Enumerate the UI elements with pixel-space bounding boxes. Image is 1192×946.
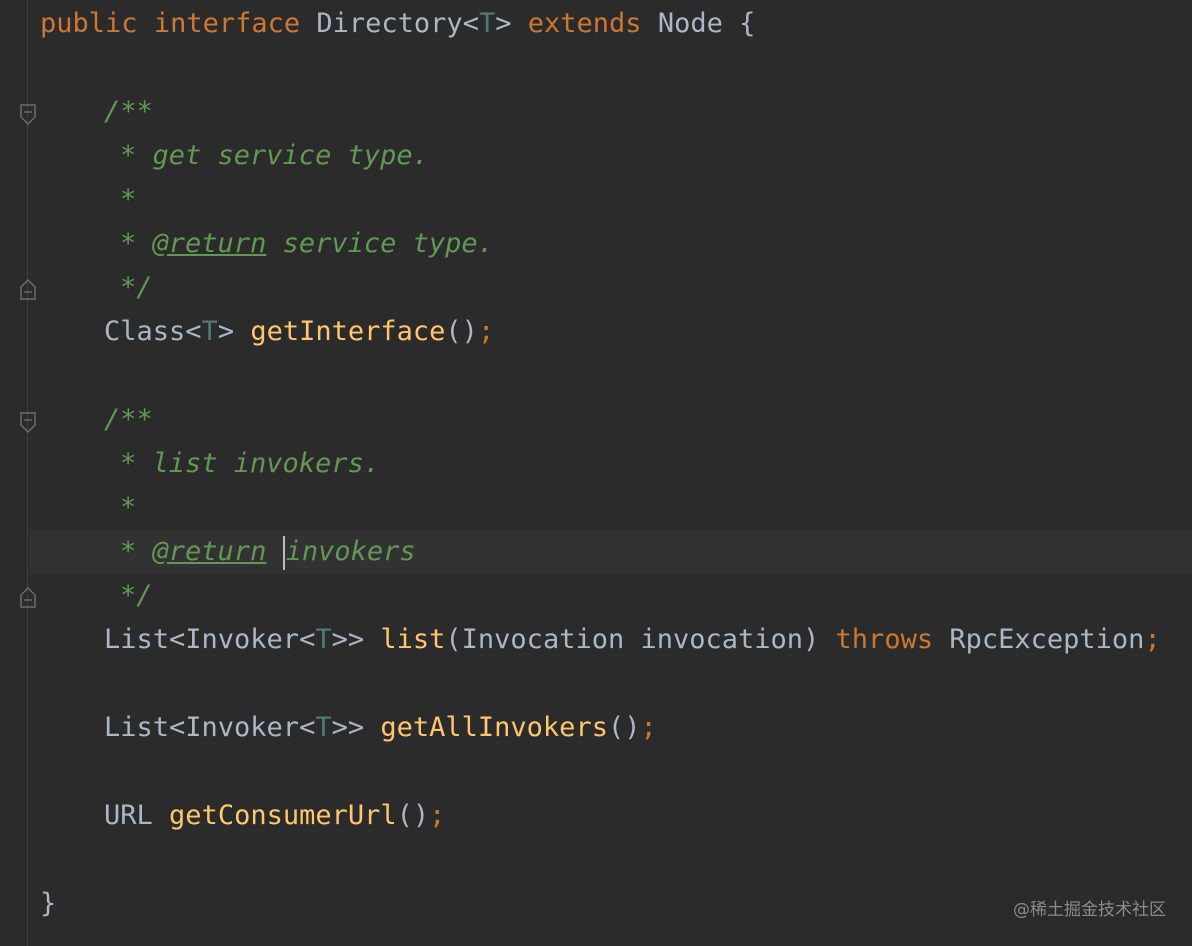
method-args: () xyxy=(445,316,478,347)
lt-symbol: < xyxy=(185,316,202,347)
return-type-open: List<Invoker< xyxy=(104,624,316,655)
type-parameter: T xyxy=(478,8,496,39)
return-type-close: >> xyxy=(331,712,365,743)
doc-star: * xyxy=(120,536,137,567)
doc-comment-close: */ xyxy=(120,580,153,611)
method-name: list xyxy=(380,624,446,655)
type-parameter: T xyxy=(315,624,332,655)
doc-comment-text: * list invokers. xyxy=(120,448,381,479)
doc-comment-star: * xyxy=(120,492,137,523)
exception-type: RpcException xyxy=(949,624,1145,655)
method-name: getAllInvokers xyxy=(380,712,608,743)
lt-symbol: < xyxy=(462,8,479,39)
doc-comment-star: * xyxy=(120,184,137,215)
fold-collapse-icon[interactable] xyxy=(20,412,36,434)
parent-type: Node xyxy=(657,8,723,39)
doc-comment-return: * @return invokers xyxy=(120,530,416,574)
keyword-extends: extends xyxy=(527,8,642,39)
fold-collapse-icon[interactable] xyxy=(20,104,36,126)
doc-return-tag: @return xyxy=(152,536,267,567)
return-type: URL xyxy=(104,800,153,831)
type-parameter: T xyxy=(201,316,218,347)
doc-comment-return: * @return service type. xyxy=(120,222,494,266)
return-type: Class xyxy=(104,316,186,347)
keyword-interface: interface xyxy=(153,8,301,39)
keyword-throws: throws xyxy=(835,624,934,655)
method-get-consumer-url: URL getConsumerUrl(); xyxy=(104,794,445,838)
method-name: getConsumerUrl xyxy=(169,800,397,831)
watermark: @稀土掘金技术社区 xyxy=(1013,900,1166,920)
doc-return-text: invokers xyxy=(285,536,416,567)
semicolon: ; xyxy=(477,316,495,347)
close-brace: } xyxy=(40,888,57,919)
gt-symbol: > xyxy=(495,8,512,39)
doc-comment-text: * get service type. xyxy=(120,140,429,171)
method-get-interface: Class<T> getInterface(); xyxy=(104,310,494,354)
doc-comment-open: /** xyxy=(104,404,153,435)
keyword-public: public xyxy=(40,8,138,39)
doc-star: * xyxy=(120,228,137,259)
fold-end-icon[interactable] xyxy=(20,586,36,608)
line-gutter xyxy=(0,0,28,946)
interface-name: Directory xyxy=(316,8,463,39)
fold-end-icon[interactable] xyxy=(20,278,36,300)
type-parameter: T xyxy=(315,712,332,743)
return-type-open: List<Invoker< xyxy=(104,712,316,743)
semicolon: ; xyxy=(640,712,657,743)
method-args: () xyxy=(396,800,430,831)
text-cursor xyxy=(282,535,285,570)
method-get-all-invokers: List<Invoker<T>> getAllInvokers(); xyxy=(104,706,657,750)
semicolon: ; xyxy=(429,800,446,831)
doc-return-text: service type. xyxy=(282,228,494,259)
doc-comment-open: /** xyxy=(104,96,153,127)
doc-comment-close: */ xyxy=(120,272,153,303)
interface-declaration: public interface Directory<T> extends No… xyxy=(40,2,755,46)
return-type-close: >> xyxy=(331,624,365,655)
current-line-highlight xyxy=(29,530,1192,574)
open-brace: { xyxy=(739,8,756,39)
method-args: () xyxy=(607,712,641,743)
semicolon: ; xyxy=(1144,624,1161,655)
doc-return-tag: @return xyxy=(152,228,267,259)
method-name: getInterface xyxy=(250,316,446,347)
method-list: List<Invoker<T>> list(Invocation invocat… xyxy=(104,618,1161,662)
method-params: (Invocation invocation) xyxy=(445,624,820,655)
gt-symbol: > xyxy=(217,316,235,347)
